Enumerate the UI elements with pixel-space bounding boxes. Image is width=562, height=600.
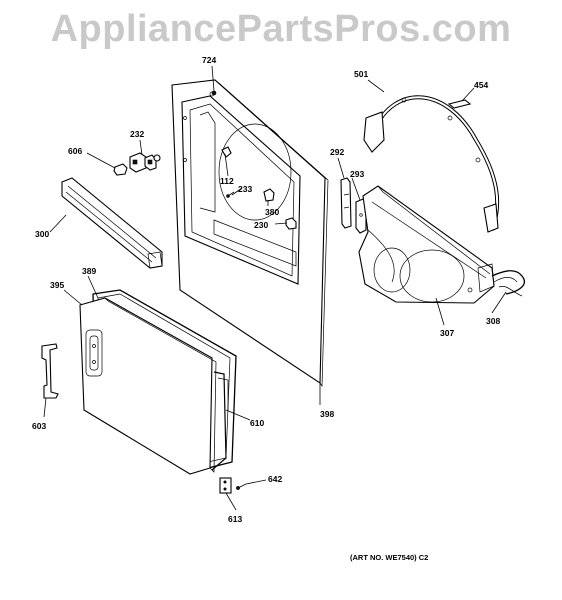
wire-harness-308 (491, 270, 525, 297)
door-gasket-610 (211, 371, 229, 471)
callout-300: 300 (35, 229, 49, 239)
door-handle-603 (41, 343, 59, 399)
callout-501: 501 (354, 69, 368, 79)
front-bulkhead-307 (358, 185, 495, 304)
switch-606 (113, 163, 128, 176)
control-rail-300 (61, 177, 163, 269)
callout-293: 293 (350, 169, 364, 179)
leader-lines (43, 65, 507, 511)
callout-307: 307 (440, 328, 454, 338)
front-panel-398 (171, 79, 329, 388)
art-number: (ART NO. WE7540) C2 (350, 553, 428, 562)
callout-292: 292 (330, 147, 344, 157)
callout-395: 395 (50, 280, 64, 290)
door-panel-395 (79, 297, 217, 475)
callout-454: 454 (474, 80, 488, 90)
callout-labels: 724 501 454 232 606 292 112 233 293 380 … (32, 55, 500, 562)
callout-308: 308 (486, 316, 500, 326)
callout-230: 230 (254, 220, 268, 230)
seal-454 (447, 99, 472, 109)
watermark: AppliancePartsPros.com (50, 8, 512, 50)
callout-613: 613 (228, 514, 242, 524)
callout-232: 232 (130, 129, 144, 139)
bracket-292 (340, 177, 352, 229)
bracket-380 (263, 188, 275, 202)
door-switch-112 (221, 146, 232, 158)
callout-606: 606 (68, 146, 82, 156)
callout-603: 603 (32, 421, 46, 431)
callout-610: 610 (250, 418, 264, 428)
screw-642 (236, 483, 247, 490)
switch-assembly-232 (129, 152, 161, 173)
callout-112: 112 (220, 176, 234, 186)
screw-724 (211, 90, 217, 96)
callout-233: 233 (238, 184, 252, 194)
arc-duct-501 (363, 95, 500, 233)
callout-724: 724 (202, 55, 216, 65)
callout-398: 398 (320, 409, 334, 419)
screw-233 (226, 191, 235, 198)
door-catch-230 (285, 217, 297, 230)
hinge-613 (219, 477, 232, 494)
callout-642: 642 (268, 474, 282, 484)
callout-389: 389 (82, 266, 96, 276)
callout-380: 380 (265, 207, 279, 217)
